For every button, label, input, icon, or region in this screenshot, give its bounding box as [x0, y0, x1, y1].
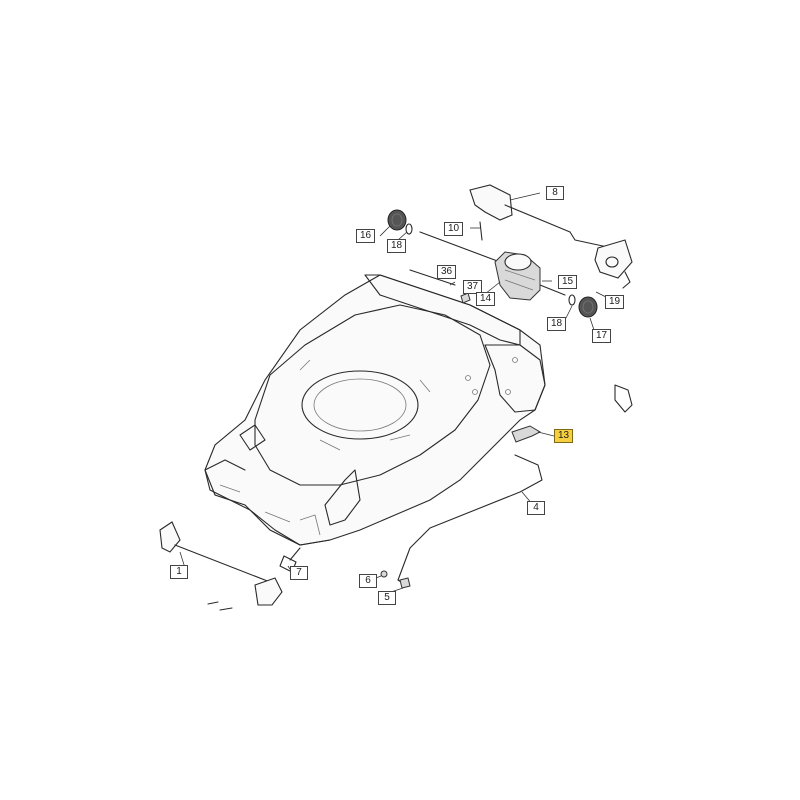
callout-18a[interactable]: 18: [387, 239, 407, 253]
rear-drive-assembly: [387, 184, 633, 413]
callout-1[interactable]: 1: [170, 565, 188, 579]
front-adjust-assembly: [159, 521, 301, 611]
callout-16[interactable]: 16: [356, 229, 376, 243]
callout-8[interactable]: 8: [546, 186, 564, 200]
callout-7[interactable]: 7: [290, 566, 308, 580]
adjust-rod-assembly: [380, 425, 543, 589]
callout-19[interactable]: 19: [605, 295, 625, 309]
callout-17[interactable]: 17: [592, 329, 612, 343]
callout-10[interactable]: 10: [444, 222, 464, 236]
callout-6[interactable]: 6: [359, 574, 377, 588]
mower-deck: [204, 274, 546, 546]
callout-15[interactable]: 15: [558, 275, 578, 289]
callout-4[interactable]: 4: [527, 501, 545, 515]
callout-37[interactable]: 37: [463, 280, 483, 294]
callout-36[interactable]: 36: [437, 265, 457, 279]
callout-13[interactable]: 13: [554, 429, 574, 443]
callout-14[interactable]: 14: [476, 292, 496, 306]
callout-5[interactable]: 5: [378, 591, 396, 605]
callout-18b[interactable]: 18: [547, 317, 567, 331]
